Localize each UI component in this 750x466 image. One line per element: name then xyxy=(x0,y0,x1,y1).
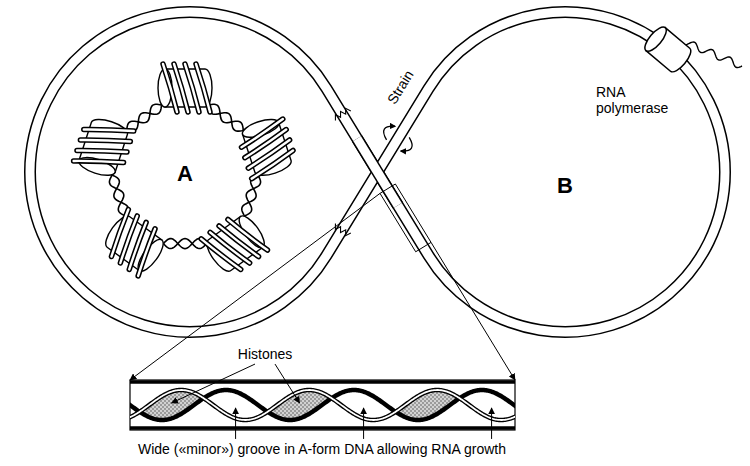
linker-dna xyxy=(208,104,243,130)
strain-label: Strain xyxy=(384,67,417,107)
leader-line xyxy=(363,408,364,439)
wrapped-dna-core xyxy=(247,150,297,178)
nucleosome xyxy=(98,208,170,279)
wrapped-dna-core xyxy=(201,231,241,278)
dna-strand xyxy=(130,390,515,420)
dna-strand-core xyxy=(130,390,515,420)
twist-arrow xyxy=(384,126,395,140)
zoom-line xyxy=(431,242,515,380)
tube-wall xyxy=(30,12,725,332)
wrapped-dna-core xyxy=(100,209,140,256)
inset-view xyxy=(128,380,517,430)
dna-loop xyxy=(30,12,725,332)
chromatin xyxy=(72,64,298,279)
helix xyxy=(130,390,515,420)
loop-label: A xyxy=(177,161,193,186)
zoom-line xyxy=(130,193,380,380)
zoom-indicator xyxy=(130,184,515,380)
nucleosome xyxy=(72,114,134,180)
leader-line xyxy=(275,364,300,403)
wrapped-dna-core xyxy=(196,64,210,112)
loop-label: B xyxy=(557,173,573,198)
drum-face xyxy=(641,24,669,55)
tube-wall-line xyxy=(130,426,515,430)
strain-arrows xyxy=(384,126,412,151)
tube-core xyxy=(30,12,725,332)
linker-dna xyxy=(127,104,162,130)
wrapped-dna xyxy=(84,116,134,144)
twist-arrow xyxy=(401,137,412,151)
leader-lines xyxy=(172,364,492,439)
linker-dna xyxy=(109,175,125,216)
wrapped-dna xyxy=(100,209,140,256)
enzyme-label: RNA polymerase xyxy=(596,84,676,116)
dna-strand xyxy=(130,390,515,420)
histone-face xyxy=(77,154,117,179)
leader-line xyxy=(491,408,492,439)
nucleosome xyxy=(236,114,298,180)
wrapped-dna-core xyxy=(84,116,134,144)
polymerase-drum xyxy=(641,24,694,75)
wrapped-dna xyxy=(196,64,210,112)
rna-polymerase xyxy=(641,24,742,75)
linker-dna xyxy=(242,175,258,216)
nucleosome xyxy=(200,208,272,279)
nucleosome xyxy=(158,64,212,112)
leader-line xyxy=(235,408,236,439)
part-label: Histones xyxy=(238,346,292,362)
linker-dna xyxy=(208,105,243,131)
leader-line xyxy=(172,364,255,403)
wrapped-dna xyxy=(201,231,241,278)
tube-wall-line xyxy=(130,380,515,384)
break-mark xyxy=(335,108,350,120)
linker-dna xyxy=(127,105,162,131)
groove-callout: Wide («minor») groove in A-form DNA allo… xyxy=(138,441,506,457)
zoom-frame xyxy=(380,184,431,252)
wrapped-dna xyxy=(247,150,297,178)
